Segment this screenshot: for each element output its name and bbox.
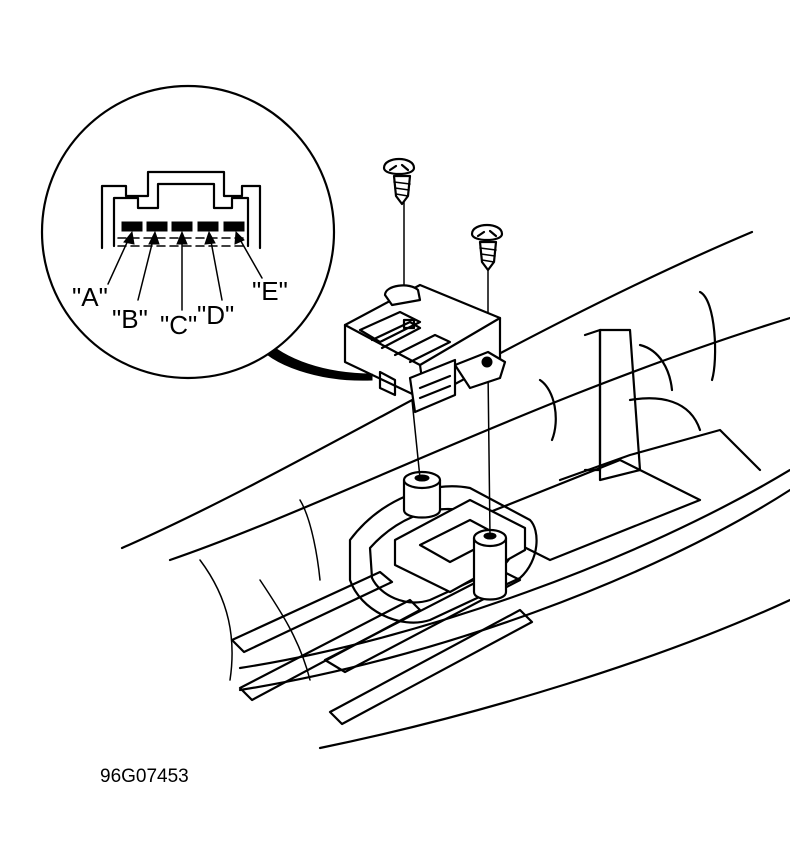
screw-right — [470, 223, 504, 272]
label-terminal-c: "C" — [160, 310, 197, 340]
label-terminal-d: "D" — [197, 300, 234, 330]
screw-left — [382, 157, 416, 206]
label-terminal-a: "A" — [72, 282, 108, 312]
magnified-connector-view: "A" "B" "C" "D" "E" — [40, 84, 336, 380]
mounting-boss-right — [472, 528, 508, 601]
figure-id: 96G07453 — [100, 766, 189, 787]
terminal-b — [146, 221, 168, 232]
sensor-switch-assembly — [343, 283, 507, 414]
connector-housing-outline — [100, 170, 262, 250]
terminal-c — [171, 221, 193, 232]
terminal-d — [197, 221, 219, 232]
label-terminal-e: "E" — [252, 276, 288, 306]
alignment-lines — [403, 199, 491, 537]
terminal-e — [223, 221, 245, 232]
label-terminal-b: "B" — [112, 304, 148, 334]
terminal-a — [121, 221, 143, 232]
mounting-boss-left — [402, 470, 442, 519]
mounting-bracket — [348, 485, 538, 624]
terminal-leaders — [107, 230, 263, 311]
